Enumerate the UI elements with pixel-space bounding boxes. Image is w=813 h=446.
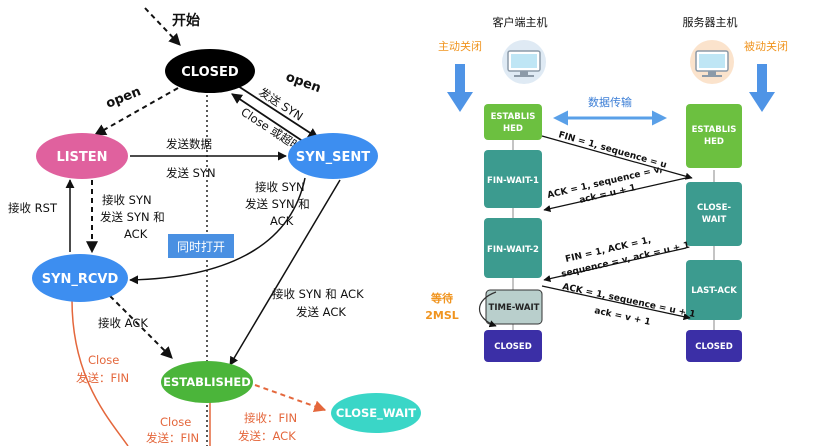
server-state-last-ack: [686, 260, 742, 320]
client-fin-wait-2-label: FIN-WAIT-2: [487, 245, 539, 255]
label-recv-synack-b: 发送 ACK: [296, 305, 346, 319]
label-open-left: open: [104, 84, 143, 112]
server-closed-label: CLOSED: [695, 342, 733, 352]
server-established-b: HED: [704, 137, 724, 147]
client-state-closed: [484, 330, 542, 362]
client-time-wait-label: TIME-WAIT: [489, 303, 540, 313]
label-recv-rst: 接收 RST: [8, 201, 58, 215]
node-syn-rcvd: [32, 254, 128, 302]
label-recv-fin-a: 接收：FIN: [244, 411, 297, 425]
node-syn-sent: [288, 133, 378, 179]
label-recv-syn2-b: 发送 SYN 和: [245, 197, 310, 211]
label-recv-syn2-a: 接收 SYN: [255, 180, 305, 194]
node-close-wait: [331, 393, 421, 433]
arrow-synsent-closed: [231, 93, 311, 147]
node-established-label: ESTABLISHED: [163, 375, 251, 389]
wait-label-b: 2MSL: [425, 309, 459, 322]
label-send-syn-2: 发送 SYN: [166, 166, 216, 180]
msg1-label: FIN = 1, sequence = u: [557, 130, 668, 171]
server-state-close-wait: [686, 182, 742, 246]
client-closed-label: CLOSED: [494, 342, 532, 352]
arrow-synrcvd-established: [109, 295, 173, 359]
client-title: 客户端主机: [493, 15, 548, 29]
client-state-time-wait: [485, 289, 543, 325]
server-state-established: [686, 104, 742, 168]
label-send-data: 发送数据: [166, 137, 212, 151]
arrow-synsent-synrcvd: [129, 177, 306, 285]
client-state-established: [484, 104, 542, 140]
label-recv-syn2-c: ACK: [270, 214, 294, 228]
server-established-a: ESTABLIS: [692, 125, 737, 135]
data-transfer-label: 数据传输: [588, 95, 632, 109]
node-established: [161, 361, 253, 403]
client-state-fin-wait-1: [484, 150, 542, 208]
client-computer-icon: [502, 40, 546, 84]
node-closed: [165, 49, 255, 93]
client-established-a: ESTABLIS: [491, 112, 536, 122]
node-syn-rcvd-label: SYN_RCVD: [42, 272, 119, 287]
node-listen: [36, 133, 128, 179]
label-recv-synack-a: 接收 SYN 和 ACK: [272, 287, 364, 301]
label-close1-a: Close: [88, 353, 119, 367]
arrow-open-listen: [93, 87, 179, 136]
msg1-arrow: [541, 135, 693, 180]
label-close1-b: 发送：FIN: [76, 371, 129, 385]
simultaneous-open-box: [168, 234, 234, 258]
active-close-arrow: [447, 64, 473, 112]
wait-label-a: 等待: [430, 291, 453, 305]
arrow-established-closewait: [254, 384, 327, 413]
msg4-label-b: ack = v + 1: [593, 306, 651, 328]
passive-close-label: 被动关闭: [744, 39, 788, 53]
label-recv-syn-c: ACK: [124, 227, 148, 241]
server-title: 服务器主机: [683, 15, 738, 29]
label-open-right: open: [284, 70, 323, 97]
arrow-synsent-established: [229, 179, 341, 366]
node-close-wait-label: CLOSE_WAIT: [336, 406, 416, 421]
server-close-wait-a: CLOSE-: [697, 203, 732, 213]
server-last-ack-label: LAST-ACK: [691, 286, 737, 296]
server-close-wait-b: WAIT: [702, 215, 727, 225]
client-established-b: HED: [503, 124, 523, 134]
node-syn-sent-label: SYN_SENT: [296, 150, 370, 165]
active-close-label: 主动关闭: [438, 39, 482, 53]
server-computer-icon: [690, 40, 734, 84]
label-recv-syn-a: 接收 SYN: [102, 193, 152, 207]
passive-close-arrow: [749, 64, 775, 112]
client-fin-wait-1-label: FIN-WAIT-1: [487, 176, 539, 186]
msg4-arrow: [541, 285, 691, 321]
label-close2-b: 发送：FIN: [146, 431, 199, 445]
client-state-fin-wait-2: [484, 218, 542, 278]
wait-bracket-arrow: [479, 291, 497, 328]
server-state-closed: [686, 330, 742, 362]
start-label: 开始: [172, 12, 200, 29]
red-line-synrcvd-close: [71, 299, 129, 446]
label-simultaneous-open: 同时打开: [177, 240, 225, 254]
label-recv-fin-b: 发送：ACK: [238, 429, 296, 443]
arrow-closed-synsent: [237, 85, 319, 139]
node-closed-label: CLOSED: [181, 65, 239, 80]
label-recv-syn-b: 发送 SYN 和: [100, 210, 165, 224]
label-recv-ack: 接收 ACK: [98, 316, 148, 330]
label-close2-a: Close: [160, 415, 191, 429]
msg2-arrow: [543, 177, 687, 213]
node-listen-label: LISTEN: [56, 150, 107, 165]
msg3-arrow: [543, 247, 687, 283]
